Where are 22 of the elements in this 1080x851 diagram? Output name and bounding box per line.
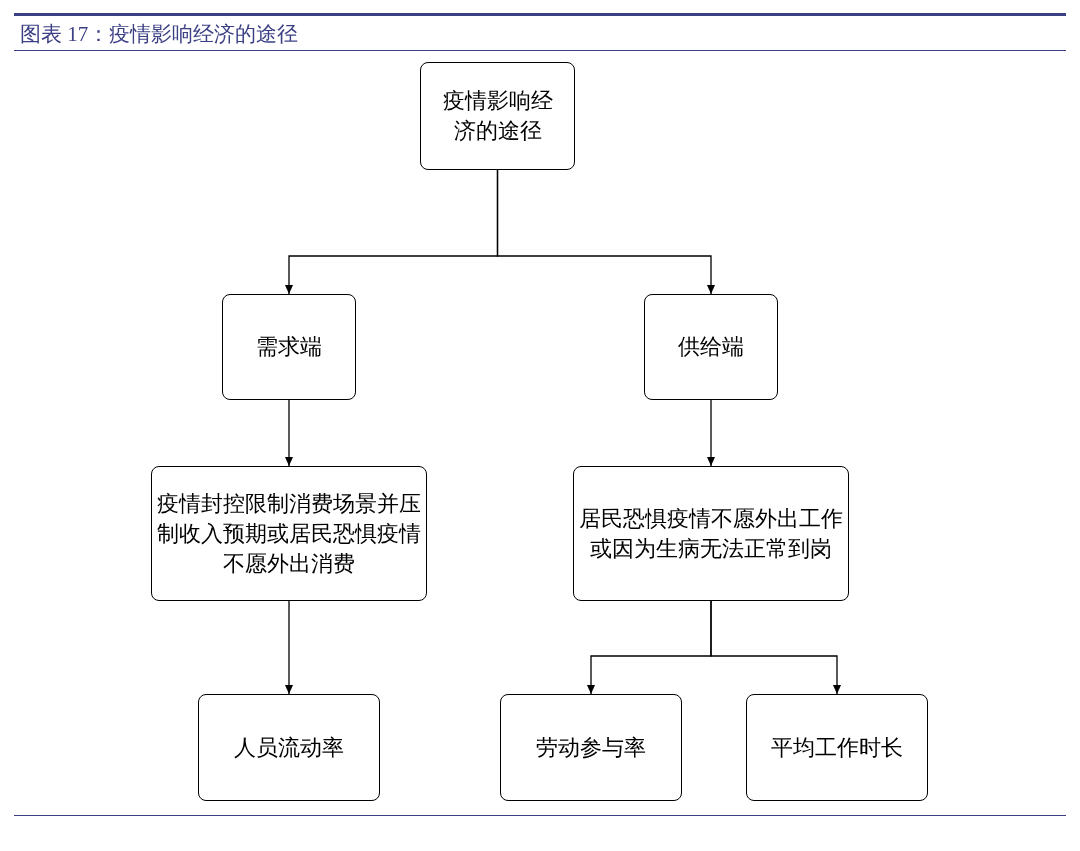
process-box (198, 694, 380, 801)
box-label: 疫情封控限制消费场景并压制收入预期或居民恐惧疫情不愿外出消费 (156, 489, 422, 578)
arrow (285, 600, 293, 695)
box-label: 疫情影响经济的途径 (441, 87, 554, 145)
box-label: 人员流动率 (233, 733, 345, 762)
process-box (573, 466, 849, 601)
box-label: 平均工作时长 (770, 733, 904, 762)
process-box (222, 294, 356, 400)
process-box (151, 466, 427, 601)
arrow (496, 169, 715, 295)
box-label: 需求端 (255, 333, 323, 361)
box-label: 居民恐惧疫情不愿外出工作或因为生病无法正常到岗 (578, 504, 844, 563)
arrow (707, 399, 715, 467)
process-box (420, 62, 575, 170)
process-box (746, 694, 928, 801)
box-label: 劳动参与率 (535, 733, 647, 762)
figure-title: 图表 17：疫情影响经济的途径 (20, 21, 299, 48)
process-box (500, 694, 682, 801)
arrow (710, 600, 841, 695)
arrow (285, 399, 293, 467)
box-label: 供给端 (677, 333, 745, 361)
process-box (644, 294, 778, 400)
